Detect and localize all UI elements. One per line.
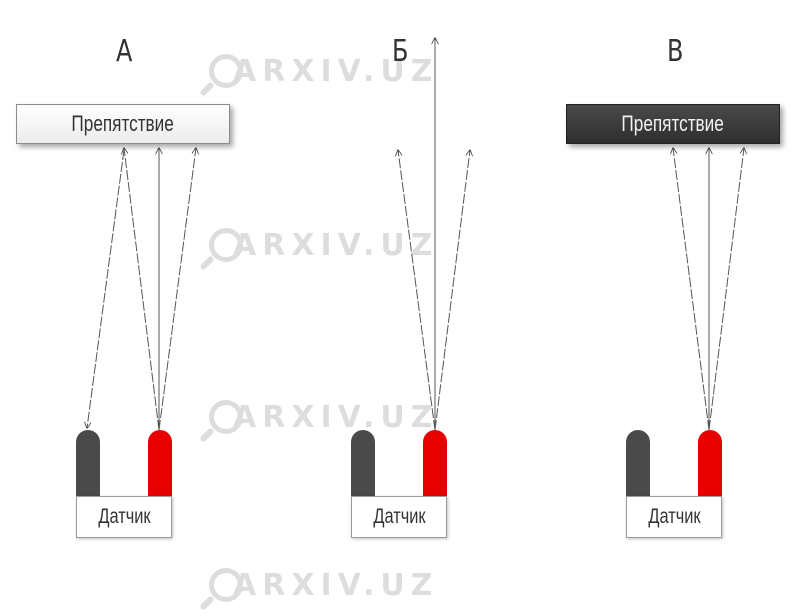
emitter-led	[698, 430, 722, 496]
ray-emitted-left	[673, 148, 710, 431]
ray-emitted-right	[158, 148, 196, 431]
obstacle-label: Препятствие	[71, 111, 175, 136]
receiver-led	[76, 430, 100, 496]
obstacle-label: Препятствие	[621, 111, 725, 136]
emitter-led	[423, 430, 447, 496]
sensor-label: Датчик	[647, 505, 701, 528]
sensor-label-box: Датчик	[626, 496, 722, 538]
rays-layer	[0, 0, 800, 431]
sensor-b: Датчик	[351, 430, 451, 540]
ray-reflected	[87, 149, 125, 428]
sensor-label: Датчик	[97, 505, 151, 528]
receiver-led	[626, 430, 650, 496]
ray-emitted-left	[124, 148, 160, 431]
panel-letter-v: В	[667, 34, 684, 69]
sensor-label-box: Датчик	[351, 496, 447, 538]
obstacle-dark: Препятствие	[566, 104, 780, 144]
emitter-led	[148, 430, 172, 496]
ray-emitted-right	[708, 148, 744, 431]
sensor-a: Датчик	[76, 430, 176, 540]
panel-letter-b: Б	[392, 34, 409, 69]
receiver-led	[351, 430, 375, 496]
ray-emitted-right	[434, 150, 470, 431]
sensor-label-box: Датчик	[76, 496, 172, 538]
sensor-label: Датчик	[372, 505, 426, 528]
ray-emitted-left	[398, 150, 436, 431]
sensor-v: Датчик	[626, 430, 726, 540]
obstacle-light: Препятствие	[16, 104, 230, 144]
panel-letter-a: А	[116, 34, 133, 69]
